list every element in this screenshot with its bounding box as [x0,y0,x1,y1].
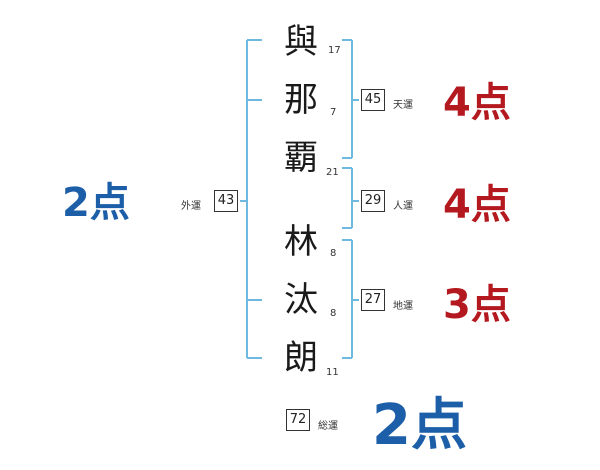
jinun-value-box: 29 [361,190,385,212]
souun-label: 総運 [318,421,338,432]
name-char-6: 朗 [284,338,318,378]
chiun-label: 地運 [393,301,413,312]
stroke-count-4: 8 [330,248,337,259]
tenun-label: 天運 [393,100,413,111]
name-char-1: 與 [284,22,318,62]
stroke-count-5: 8 [330,308,337,319]
chiun-score: 3点 [443,282,511,328]
stroke-count-1: 17 [328,45,341,56]
tenun-bracket [342,39,359,159]
souun-value-box: 72 [286,409,310,431]
name-char-4: 林 [284,222,318,262]
name-char-5: 汰 [284,280,318,320]
gaiun-label: 外運 [181,201,201,212]
gaiun-score: 2点 [62,180,130,226]
stroke-count-3: 21 [326,167,339,178]
name-char-3: 覇 [284,138,318,178]
tenun-value-box: 45 [361,89,385,111]
name-char-2: 那 [284,80,318,120]
chiun-bracket [342,239,359,359]
chiun-value-box: 27 [361,289,385,311]
stroke-count-2: 7 [330,107,337,118]
stroke-count-6: 11 [326,367,339,378]
gaiun-bracket [240,39,262,359]
jinun-bracket [342,167,359,229]
jinun-score: 4点 [443,182,511,228]
gaiun-value-box: 43 [214,190,238,212]
tenun-score: 4点 [443,80,511,126]
souun-score: 2点 [372,393,467,458]
jinun-label: 人運 [393,201,413,212]
